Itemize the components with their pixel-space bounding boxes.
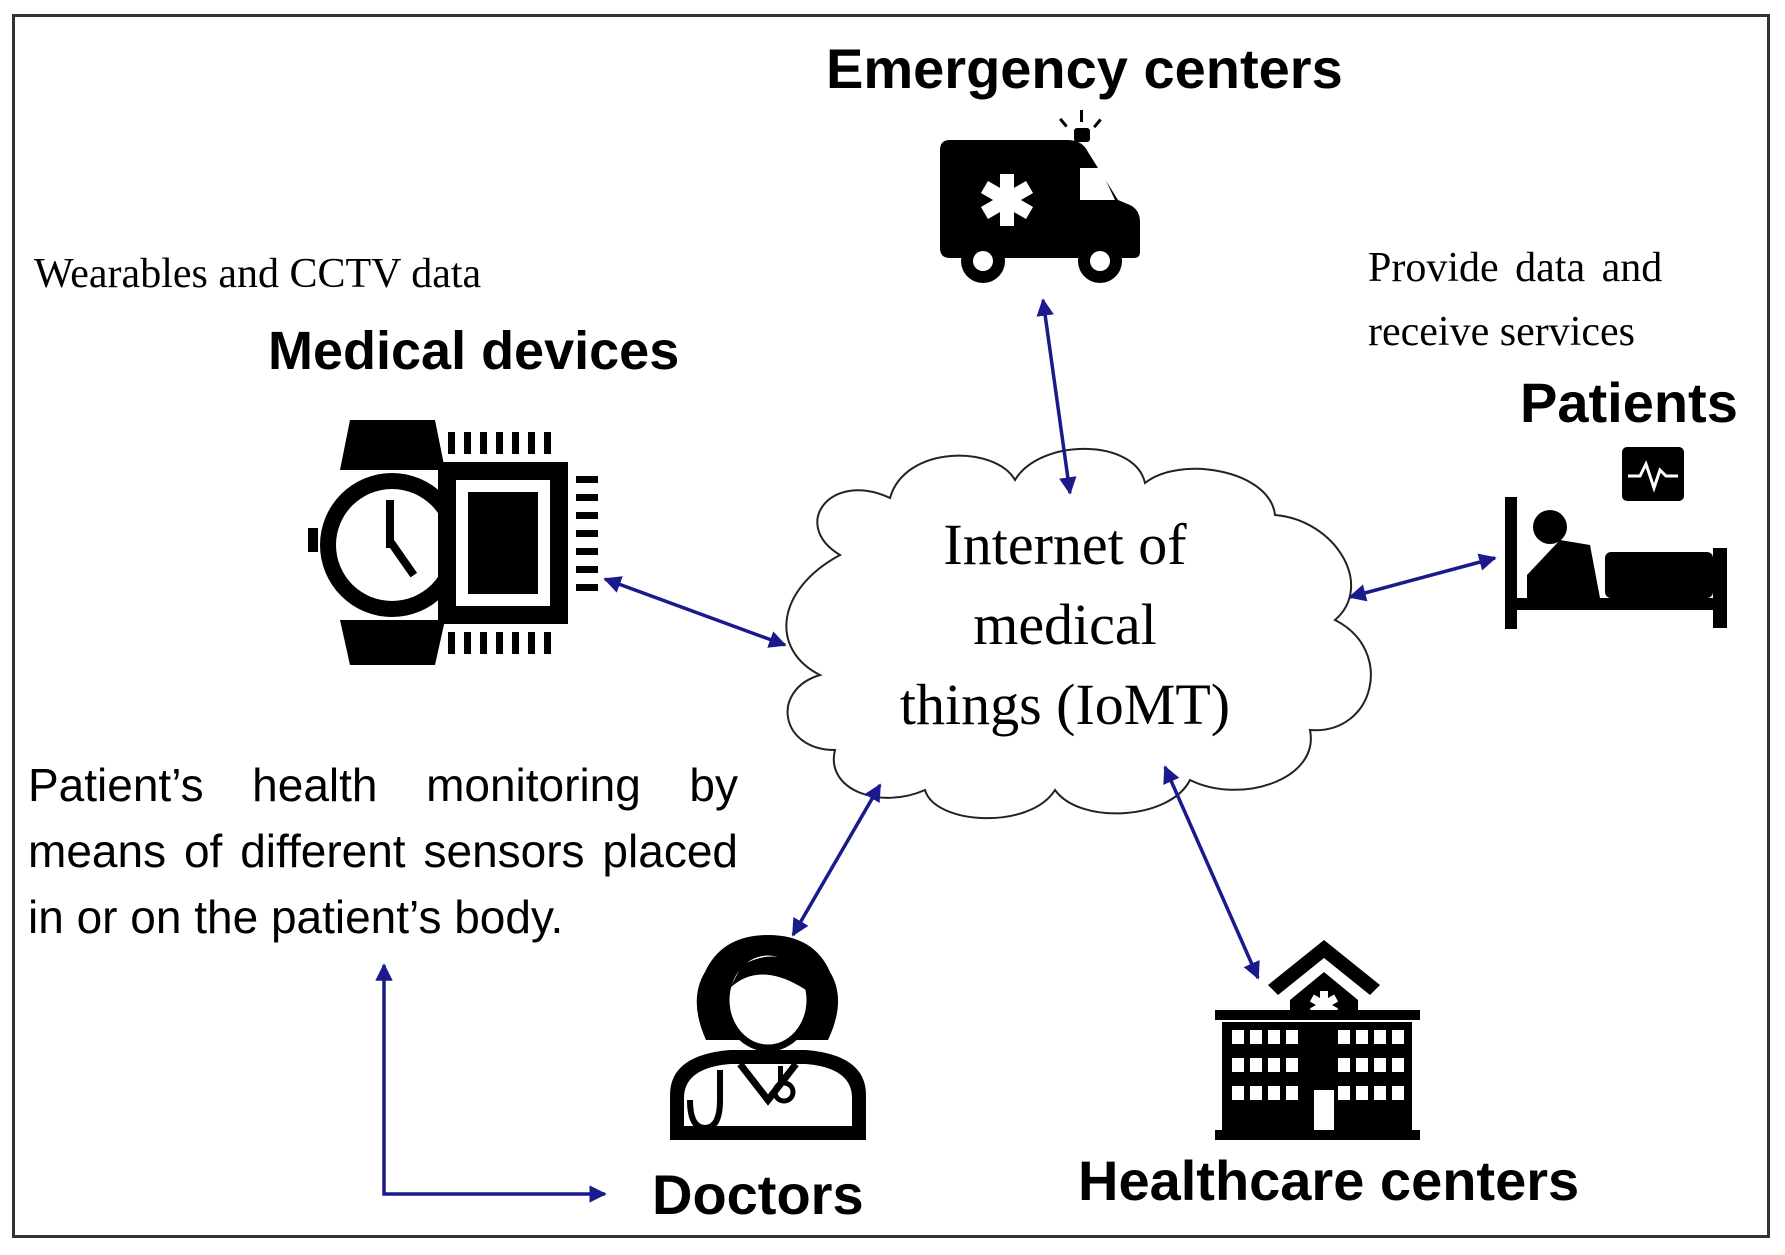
emergency-centers-title: Emergency centers	[826, 37, 1343, 100]
arrow-healthcare-iomt	[1163, 765, 1260, 980]
arrow-emergency-iomt	[1036, 298, 1077, 495]
iomt-label: Internet of medical things (IoMT)	[860, 505, 1270, 745]
smartwatch-chip-icon	[308, 420, 598, 665]
sensor-description-line: in or on the patient’s body.	[28, 891, 564, 943]
iomt-label-line: Internet of	[943, 512, 1187, 577]
doctor-icon	[670, 935, 866, 1140]
hospital-building-icon	[1215, 940, 1420, 1140]
iomt-label-line: things (IoMT)	[899, 672, 1231, 737]
patients-note-line: Provide data and	[1368, 245, 1663, 291]
patients-note-line: receive services	[1368, 309, 1635, 355]
medical-devices-title: Medical devices	[268, 321, 680, 381]
doctors-title: Doctors	[652, 1163, 864, 1226]
ambulance-icon	[940, 110, 1140, 283]
medical-devices-note: Wearables and CCTV data	[34, 251, 482, 297]
sensor-description-line: Patient’s health monitoring by	[28, 759, 738, 811]
healthcare-centers-title: Healthcare centers	[1078, 1149, 1580, 1212]
hospital-bed-patient-icon	[1505, 447, 1727, 629]
arrow-devices-iomt	[603, 576, 787, 648]
arrow-sensors-doctors	[375, 963, 607, 1203]
patients-title: Patients	[1520, 371, 1738, 434]
sensor-description-line: means of different sensors placed	[28, 825, 738, 877]
arrow-doctors-iomt	[791, 783, 882, 937]
iomt-cloud	[785, 447, 1372, 820]
diagram-frame	[12, 14, 1770, 1238]
sensor-description: Patient’s health monitoring by means of …	[28, 752, 738, 950]
arrow-patients-iomt	[1348, 553, 1497, 602]
iomt-label-line: medical	[973, 592, 1157, 657]
